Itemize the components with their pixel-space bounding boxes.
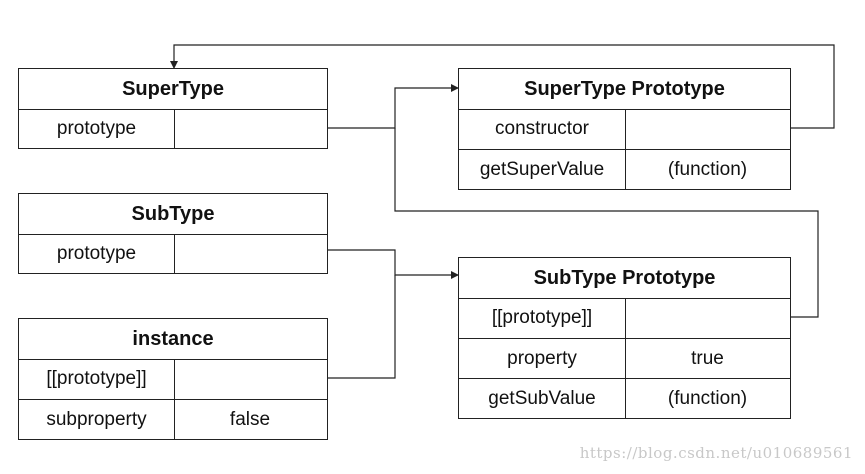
supertype-prototype-value-1: (function) [667,159,748,180]
subtype-prototype-key-0: [[prototype]] [459,298,626,338]
supertype-prototype-box: SuperType Prototype constructor getSuper… [458,68,791,190]
supertype-title: SuperType [19,69,327,110]
instance-row-subproperty: subproperty false [19,399,327,440]
supertype-box: SuperType prototype [18,68,328,149]
instance-box: instance [[prototype]] subproperty false [18,318,328,440]
subtype-prototype-key-1: property [459,339,626,379]
subtype-prototype-value-1: true [691,348,724,369]
subtype-box: SubType prototype [18,193,328,274]
instance-value-1: false [229,409,271,430]
subtype-prototype-row-getsubvalue: getSubValue (function) [459,378,790,419]
subtype-value [173,234,327,274]
subtype-title: SubType [19,194,327,235]
watermark: https://blog.csdn.net/u010689561 [579,444,853,462]
supertype-prototype-key-1: getSuperValue [459,150,626,190]
instance-title: instance [19,319,327,360]
subtype-prototype-row-prototype: [[prototype]] [459,298,790,338]
instance-key-0: [[prototype]] [19,359,175,399]
instance-row-prototype: [[prototype]] [19,359,327,399]
arrow-constructor-to-supertype [170,44,835,129]
supertype-prototype-title: SuperType Prototype [459,69,790,110]
arrow-instance-to-subproto [328,275,396,379]
supertype-row-prototype: prototype [19,109,327,149]
supertype-prototype-value-0 [625,109,790,149]
instance-value-0 [173,359,327,399]
subtype-key: prototype [19,234,175,274]
subtype-prototype-title: SubType Prototype [459,258,790,299]
arrow-supertype-to-prototype [328,84,459,129]
supertype-key: prototype [19,109,175,149]
supertype-prototype-key-0: constructor [459,109,626,149]
subtype-prototype-row-property: property true [459,338,790,379]
supertype-prototype-row-getsupervalue: getSuperValue (function) [459,149,790,190]
subtype-prototype-value-2: (function) [667,388,748,409]
subtype-prototype-box: SubType Prototype [[prototype]] property… [458,257,791,419]
arrow-subproto-to-superproto [394,128,819,318]
supertype-prototype-row-constructor: constructor [459,109,790,149]
subtype-prototype-key-2: getSubValue [459,379,626,419]
subtype-row-prototype: prototype [19,234,327,274]
subtype-prototype-value-0 [625,298,790,338]
supertype-value [173,109,327,149]
instance-key-1: subproperty [19,400,175,440]
arrow-subtype-to-subproto [328,249,459,279]
